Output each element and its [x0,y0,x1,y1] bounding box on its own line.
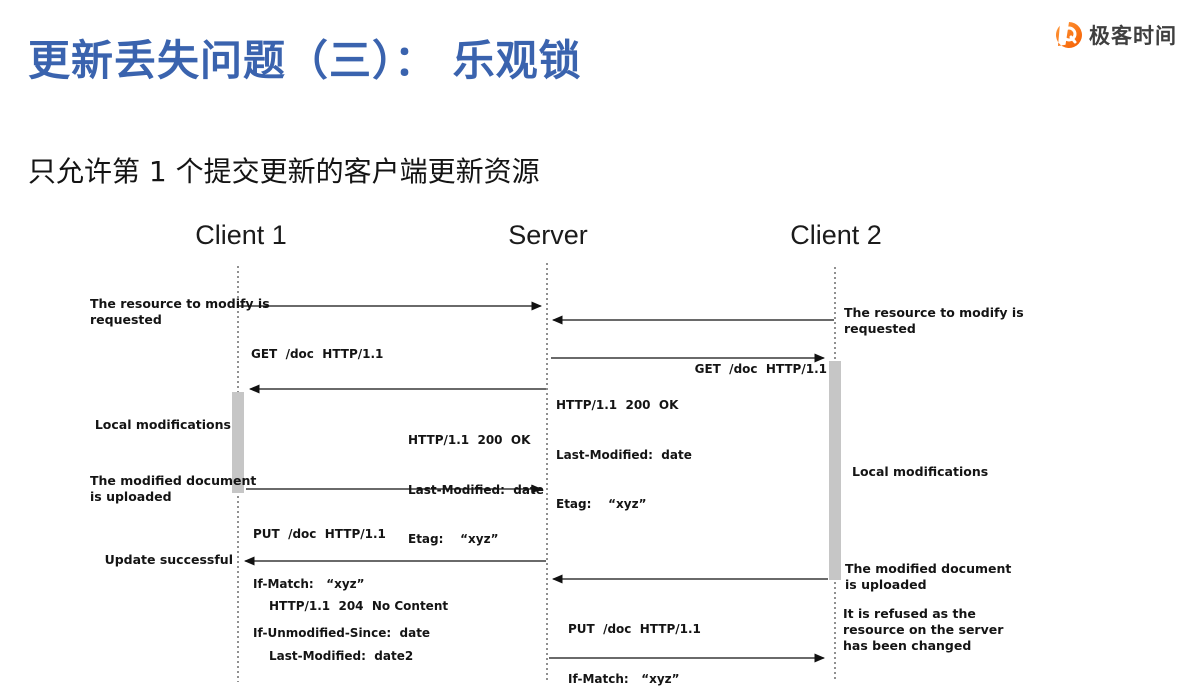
geektime-logo: 极客时间 [1055,20,1177,50]
message-412-to-client2: HTTP/1.1 412 Precondition Failed [556,664,790,699]
message-200-to-client2: HTTP/1.1 200 OK Last-Modified: date Etag… [556,398,692,511]
message-get-client2: GET /doc HTTP/1.1 [694,362,827,376]
note-right-refused: It is refused as the resource on the ser… [843,606,1004,653]
actor-client2: Client 2 [790,220,882,250]
note-right-resource-requested: The resource to modify is requested [844,305,1024,336]
page-title: 更新丢失问题（三）： 乐观锁 [28,36,582,85]
note-left-resource-requested: The resource to modify is requested [90,296,270,327]
note-right-document-uploaded: The modified document is uploaded [845,561,1012,592]
message-204-to-client1: HTTP/1.1 204 No Content Last-Modified: d… [269,599,449,699]
note-left-update-successful: Update successful [104,552,233,567]
message-put-client2: PUT /doc HTTP/1.1 If-Match: “xyz” If-Unm… [568,622,701,686]
message-200-to-client1: HTTP/1.1 200 OK Last-Modified: date Etag… [408,433,544,546]
note-left-local-modifications: Local modifications [94,417,231,432]
message-get-client1: GET /doc HTTP/1.1 [251,347,384,361]
message-put-client1: PUT /doc HTTP/1.1 If-Match: “xyz” If-Unm… [253,527,431,640]
note-left-document-uploaded: The modified document is uploaded [90,473,257,504]
activation-bar-client2 [829,361,841,580]
note-right-local-modifications: Local modifications [852,464,989,479]
actor-server: Server [508,220,588,250]
page-subtitle: 只允许第 1 个提交更新的客户端更新资源 [28,155,540,188]
geektime-logo-icon [1055,22,1082,48]
actor-client1: Client 1 [195,220,287,250]
activation-bar-client1 [232,392,244,493]
geektime-logo-text: 极客时间 [1089,24,1177,48]
